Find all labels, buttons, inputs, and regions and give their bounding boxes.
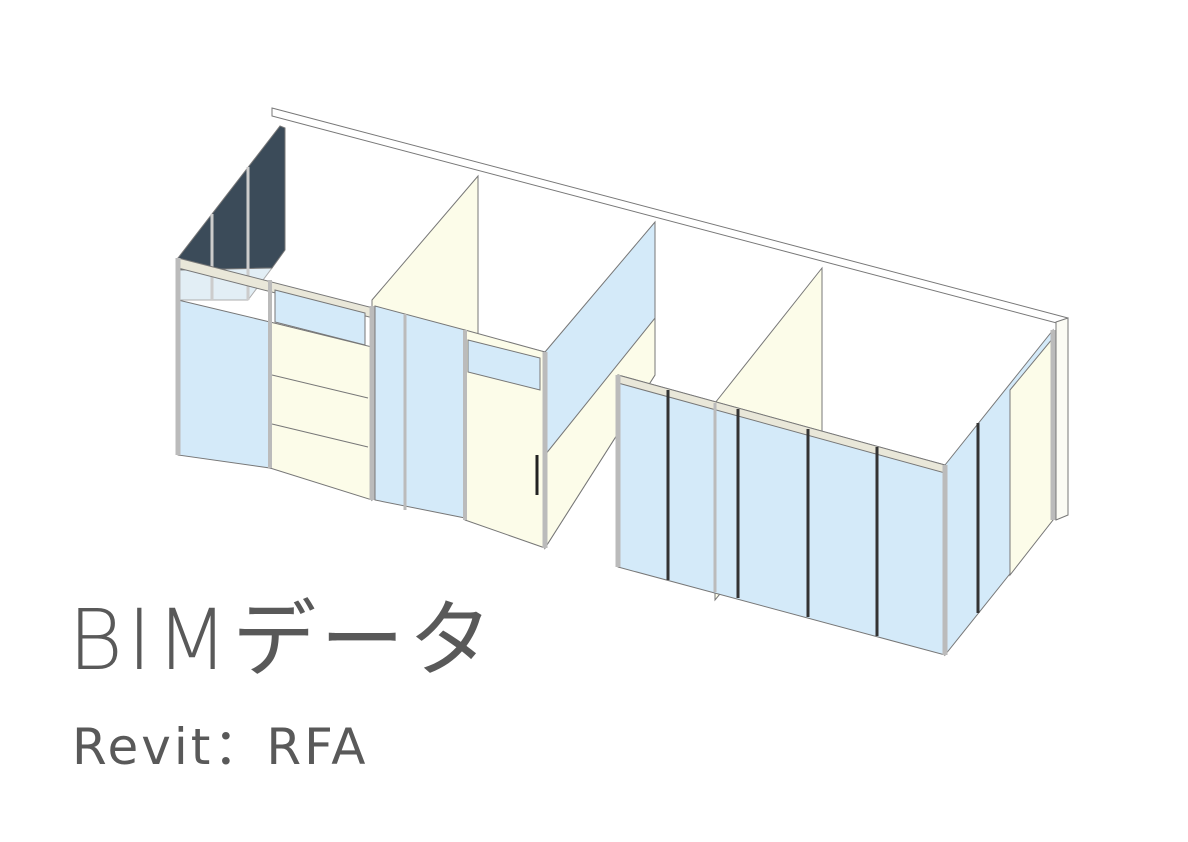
page-subtitle: Revit：RFA (72, 718, 369, 776)
page-title: BIMデータ (68, 591, 497, 689)
left-room-front-wall (175, 257, 548, 549)
right-room (615, 266, 1056, 657)
back-wall-outline (271, 107, 1069, 521)
